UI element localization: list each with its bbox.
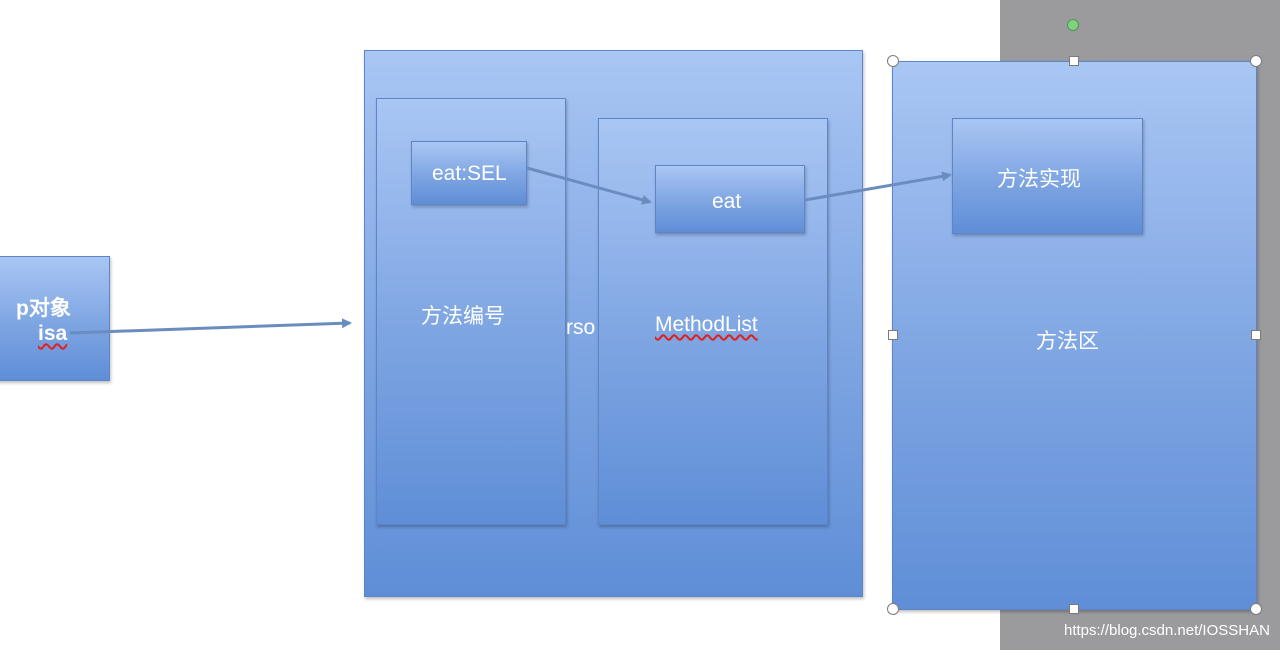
p-object-isa: isa — [38, 322, 68, 345]
method-list-label: MethodList — [655, 313, 758, 336]
rso-label: rso — [566, 316, 596, 339]
resize-handle-bottom-right[interactable] — [1250, 603, 1262, 615]
p-object-box[interactable] — [0, 256, 110, 381]
sel-box[interactable] — [411, 141, 527, 205]
resize-handle-top-left[interactable] — [887, 55, 899, 67]
resize-handle-bottom[interactable] — [1069, 604, 1079, 614]
resize-handle-top-right[interactable] — [1250, 55, 1262, 67]
watermark: https://blog.csdn.net/IOSSHAN — [1064, 622, 1270, 639]
implementation-box[interactable] — [952, 118, 1143, 234]
resize-handle-bottom-left[interactable] — [887, 603, 899, 615]
method-area-label: 方法区 — [1036, 330, 1099, 353]
selector-list-label: 方法编号 — [421, 305, 505, 328]
method-eat-label: eat — [712, 190, 742, 213]
p-object-title: p对象 — [16, 297, 71, 320]
implementation-label: 方法实现 — [997, 168, 1081, 191]
method-eat-box[interactable] — [655, 165, 805, 233]
resize-handle-right[interactable] — [1251, 330, 1261, 340]
resize-handle-left[interactable] — [888, 330, 898, 340]
rotate-handle[interactable] — [1067, 19, 1079, 31]
resize-handle-top[interactable] — [1069, 56, 1079, 66]
sel-label: eat:SEL — [432, 162, 507, 185]
arrow-isa-to-class — [69, 318, 352, 335]
